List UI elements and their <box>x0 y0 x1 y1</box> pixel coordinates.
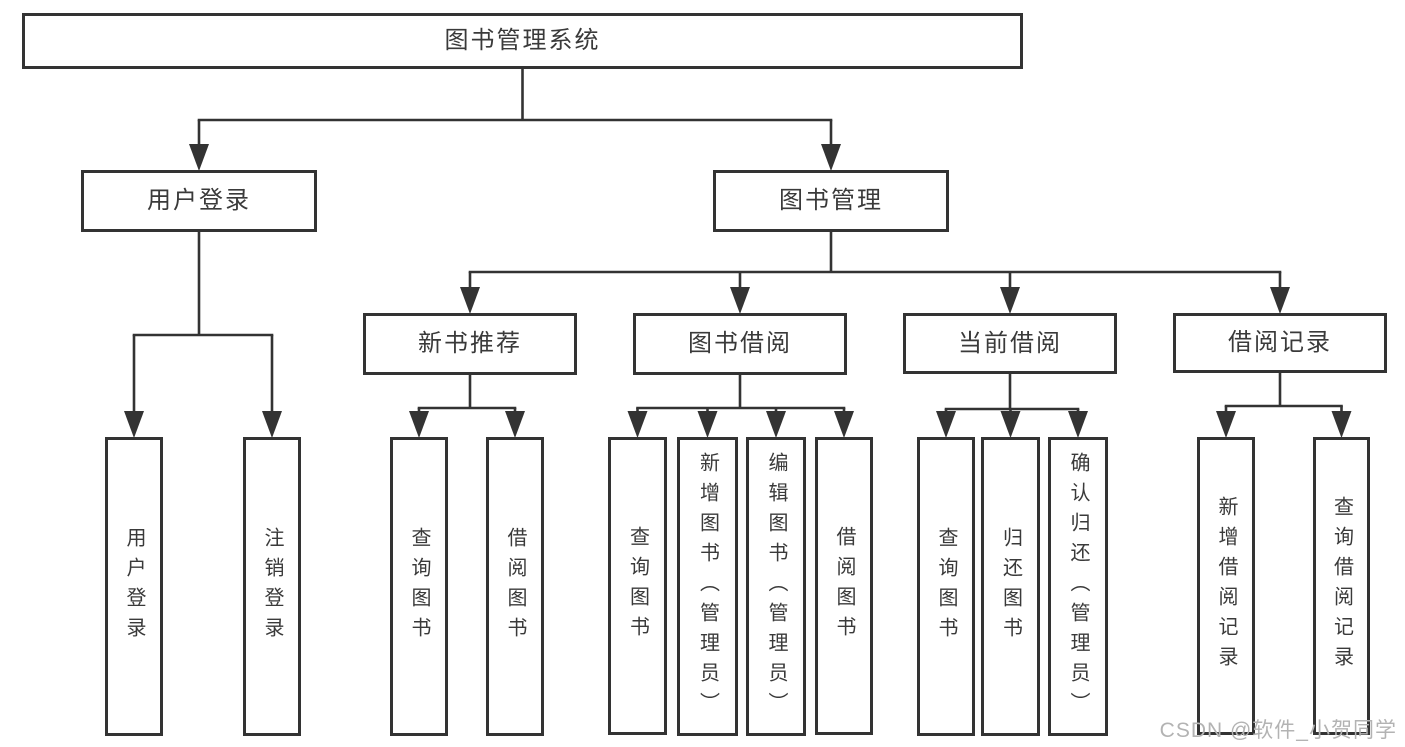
node-query-book-1: 查询图书 <box>390 437 448 736</box>
node-borrow-book-1: 借阅图书 <box>486 437 544 736</box>
node-borrow-book-2: 借阅图书 <box>815 437 873 735</box>
node-borrow-records: 借阅记录 <box>1173 313 1387 373</box>
node-current-borrow: 当前借阅 <box>903 313 1117 374</box>
node-add-book: 新增图书（管理员） <box>677 437 738 736</box>
node-logout-leaf: 注销登录 <box>243 437 301 736</box>
node-root: 图书管理系统 <box>22 13 1023 69</box>
node-query-book-2: 查询图书 <box>608 437 667 735</box>
node-edit-book: 编辑图书（管理员） <box>746 437 806 736</box>
watermark: CSDN @软件_小贺同学 <box>1159 719 1397 742</box>
node-book-borrow: 图书借阅 <box>633 313 847 375</box>
node-user-login-leaf: 用户登录 <box>105 437 163 736</box>
node-user-login: 用户登录 <box>81 170 317 232</box>
node-confirm-return: 确认归还（管理员） <box>1048 437 1108 736</box>
node-book-mgmt: 图书管理 <box>713 170 949 232</box>
node-query-book-3: 查询图书 <box>917 437 975 736</box>
node-return-book: 归还图书 <box>981 437 1040 736</box>
node-query-borrow-record: 查询借阅记录 <box>1313 437 1370 735</box>
node-new-book-rec: 新书推荐 <box>363 313 577 375</box>
node-add-borrow-record: 新增借阅记录 <box>1197 437 1255 735</box>
